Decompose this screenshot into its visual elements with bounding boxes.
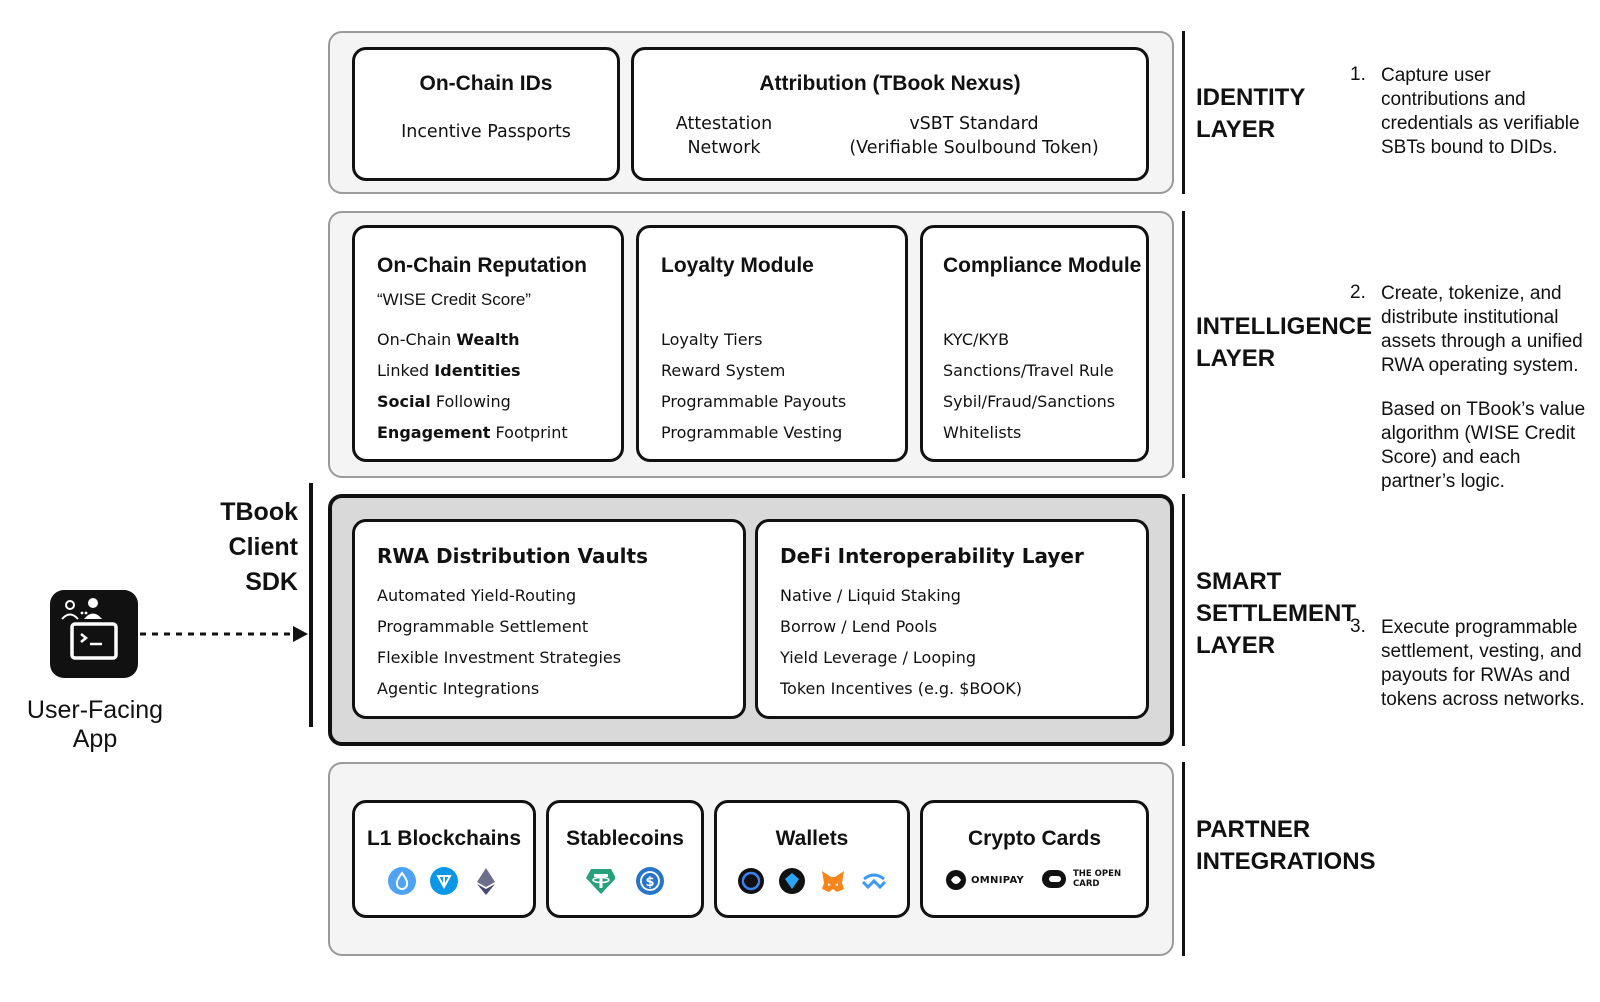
intelligence-label-line1: INTELLIGENCE (1196, 313, 1373, 340)
loyalty-title: Loyalty Module (661, 254, 814, 277)
partners-label: PARTNER INTEGRATIONS (1196, 814, 1376, 878)
partners-label-line2: INTEGRATIONS (1196, 848, 1376, 875)
wallet-circle-icon (736, 866, 766, 896)
open-card-line1: THE OPEN (1073, 869, 1122, 879)
attribution-card[interactable]: Attribution (TBook Nexus) Attestation Ne… (631, 47, 1149, 181)
compliance-card[interactable]: Compliance Module KYC/KYB Sanctions/Trav… (920, 225, 1149, 462)
omnipay-logo: OMNIPAY (945, 869, 1024, 891)
loyalty-item: Reward System (661, 361, 786, 380)
vsbt-standard: vSBT Standard (Verifiable Soulbound Toke… (829, 112, 1119, 160)
reputation-item-identities: Linked Identities (377, 361, 521, 380)
rwa-item: Automated Yield-Routing (377, 586, 577, 605)
settlement-label-line1: SMART (1196, 568, 1282, 595)
compliance-item: Whitelists (943, 423, 1022, 442)
svg-text:$: $ (645, 875, 654, 890)
reputation-item-social: Social Following (377, 392, 511, 411)
tether-icon (585, 866, 615, 896)
reputation-item-engagement: Engagement Footprint (377, 423, 568, 442)
metamask-icon (818, 866, 848, 896)
note-2-text: Create, tokenize, and distribute institu… (1381, 283, 1583, 376)
compliance-title: Compliance Module (943, 254, 1142, 277)
attestation-line1: Attestation (675, 114, 773, 134)
l1-title: L1 Blockchains (366, 827, 522, 850)
sdk-title-line2: Client SDK (228, 533, 298, 596)
defi-interop-card[interactable]: DeFi Interoperability Layer Native / Liq… (755, 519, 1149, 719)
defi-item: Yield Leverage / Looping (780, 648, 977, 667)
usdc-icon: $ (635, 866, 665, 896)
note-3-number: 3. (1350, 616, 1366, 637)
ton-icon (429, 866, 459, 896)
the-open-card-logo: THE OPEN CARD (1041, 867, 1121, 891)
identity-label-line1: IDENTITY (1196, 84, 1306, 111)
stablecoins-title: Stablecoins (566, 827, 684, 850)
crypto-cards-title: Crypto Cards (967, 827, 1102, 850)
intelligence-divider (1182, 211, 1185, 478)
partners-divider (1182, 762, 1185, 956)
note-3-text: Execute programmable settlement, vesting… (1381, 617, 1585, 710)
settlement-label-line2: SETTLEMENT (1196, 600, 1356, 627)
rwa-vaults-title: RWA Distribution Vaults (377, 544, 648, 568)
vsbt-line1: vSBT Standard (909, 114, 1039, 134)
loyalty-item: Programmable Payouts (661, 392, 847, 411)
attribution-title: Attribution (TBook Nexus) (759, 72, 1021, 95)
note-2-number: 2. (1350, 282, 1366, 303)
sdk-title: TBook Client SDK (170, 495, 298, 600)
attestation-line2: Network (687, 138, 761, 158)
settlement-label-line3: LAYER (1196, 632, 1276, 659)
loyalty-card[interactable]: Loyalty Module Loyalty Tiers Reward Syst… (636, 225, 908, 462)
user-app-icon[interactable] (50, 590, 138, 678)
settlement-label: SMART SETTLEMENT LAYER (1196, 566, 1356, 662)
identity-divider (1182, 31, 1185, 194)
compliance-item: Sanctions/Travel Rule (943, 361, 1114, 380)
defi-item: Token Incentives (e.g. $BOOK) (780, 679, 1022, 698)
rwa-item: Flexible Investment Strategies (377, 648, 622, 667)
l1-blockchains-card[interactable]: L1 Blockchains (352, 800, 536, 918)
onchain-ids-title: On-Chain IDs (419, 72, 553, 95)
intelligence-label-line2: LAYER (1196, 345, 1276, 372)
open-card-line2: CARD (1073, 879, 1100, 889)
compliance-item: Sybil/Fraud/Sanctions (943, 392, 1116, 411)
walletconnect-icon (859, 866, 889, 896)
crypto-cards-card[interactable]: Crypto Cards OMNIPAY THE OPEN CARD (920, 800, 1149, 918)
vsbt-line2: (Verifiable Soulbound Token) (849, 138, 1099, 158)
loyalty-item: Programmable Vesting (661, 423, 843, 442)
partners-label-line1: PARTNER (1196, 816, 1311, 843)
user-app-label: User-Facing App (26, 696, 164, 753)
note-1-text: Capture user contributions and credentia… (1381, 65, 1580, 158)
reputation-item-wealth: On-Chain Wealth (377, 330, 520, 349)
identity-label-line2: LAYER (1196, 116, 1276, 143)
note-1-number: 1. (1350, 64, 1366, 85)
rwa-item: Agentic Integrations (377, 679, 540, 698)
loyalty-item: Loyalty Tiers (661, 330, 763, 349)
defi-item: Native / Liquid Staking (780, 586, 961, 605)
rwa-vaults-card[interactable]: RWA Distribution Vaults Automated Yield-… (352, 519, 746, 719)
wallets-card[interactable]: Wallets (714, 800, 910, 918)
rwa-item: Programmable Settlement (377, 617, 589, 636)
sdk-vertical-bar (309, 483, 313, 727)
attestation-network: Attestation Network (664, 112, 784, 160)
wallets-title: Wallets (775, 827, 849, 850)
reputation-card[interactable]: On-Chain Reputation “WISE Credit Score” … (352, 225, 624, 462)
intelligence-label: INTELLIGENCE LAYER (1196, 311, 1372, 375)
defi-item: Borrow / Lend Pools (780, 617, 938, 636)
settlement-divider (1182, 494, 1185, 746)
sdk-title-line1: TBook (220, 498, 298, 526)
note-2-extra: Based on TBook’s value algorithm (WISE C… (1381, 399, 1586, 492)
ethereum-icon (471, 866, 501, 896)
sdk-arrow (140, 626, 308, 642)
onchain-ids-subtitle: Incentive Passports (401, 122, 571, 142)
reputation-subtitle: “WISE Credit Score” (377, 290, 531, 309)
identity-label: IDENTITY LAYER (1196, 82, 1305, 146)
stablecoins-card[interactable]: Stablecoins $ (546, 800, 704, 918)
omnipay-text: OMNIPAY (971, 874, 1025, 886)
compliance-item: KYC/KYB (943, 330, 1010, 349)
ton-wallet-icon (777, 866, 807, 896)
onchain-ids-card[interactable]: On-Chain IDs Incentive Passports (352, 47, 620, 181)
sui-icon (387, 866, 417, 896)
defi-interop-title: DeFi Interoperability Layer (780, 544, 1084, 568)
reputation-title: On-Chain Reputation (377, 254, 587, 277)
